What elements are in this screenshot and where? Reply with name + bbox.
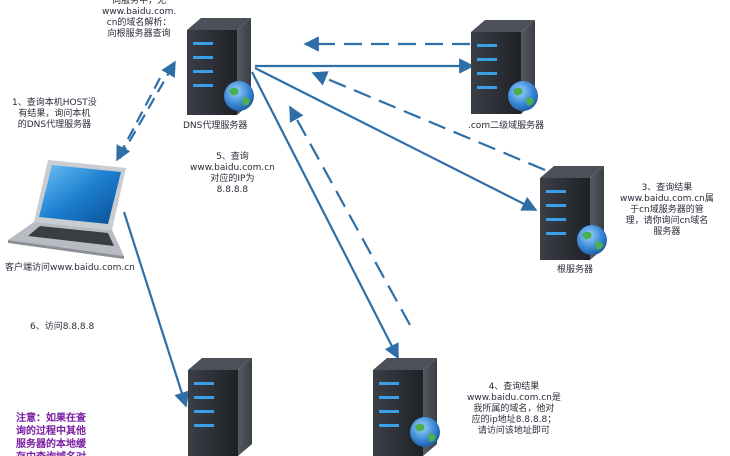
arrow-client-to-target-line [122, 211, 190, 408]
root-server-icon [540, 166, 607, 260]
step6-label: 6、访问8.8.8.8 [30, 322, 95, 332]
dns-proxy-caption: DNS代理服务器 [183, 121, 248, 131]
arrow-cn-to-dns [289, 105, 411, 326]
arrow-dns-to-root [254, 67, 538, 211]
connectors [116, 36, 546, 408]
arrow-dns-down-dashed [116, 77, 161, 162]
client-caption: 客户端访问www.baidu.com.cn [5, 263, 135, 273]
target-server-icon [188, 358, 252, 456]
com-server-caption: .com二级域服务器 [468, 121, 545, 131]
arrow-root-to-dns [311, 71, 546, 172]
step1-label: 1、查询本机HOST没 有结果，询问本机 的DNS代理服务器 [12, 98, 97, 130]
dns-proxy-server-icon [187, 18, 254, 115]
com-server-icon [471, 20, 538, 114]
step2-label: 向服务中，无 www.baidu.com. cn的域名解析： 向根服务器查询 [102, 0, 177, 39]
note-text: 注意：如果在查 询的过程中其他 服务器的本地缓 存中查询域名对 [16, 413, 86, 456]
cn-server-icon [373, 358, 440, 456]
root-server-caption: 根服务器 [557, 265, 594, 275]
step3-label: 3、查询结果 www.baidu.com.cn属 于cn域服务器的管 理，请你询… [620, 183, 714, 237]
step4-label: 4、查询结果 www.baidu.com.cn是 我所属的域名，他对 应的ip地… [467, 382, 561, 436]
arrow-client-to-dns [119, 60, 176, 159]
arrow-dns-to-cn [251, 71, 399, 360]
laptop-icon [8, 160, 126, 259]
step5-label: 5、查询 www.baidu.com.cn 对应的IP为 8.8.8.8 [190, 152, 275, 195]
